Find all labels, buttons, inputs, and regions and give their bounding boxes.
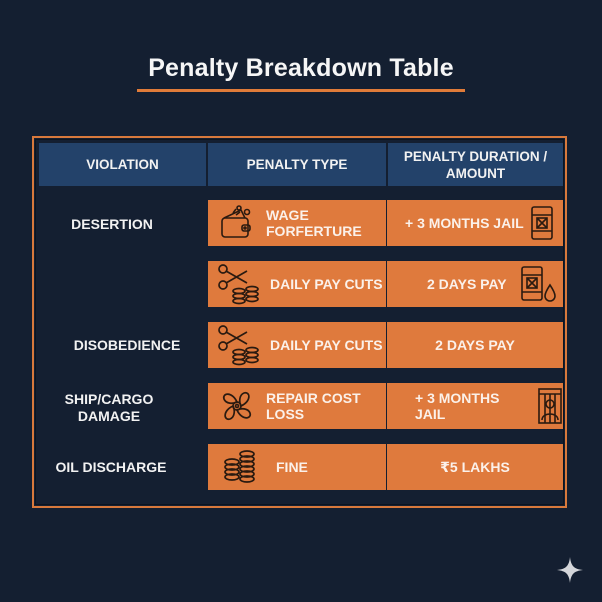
table-row-4-amount: + 3 MONTHS JAIL (387, 383, 563, 429)
penalty-type-text: REPAIR COST LOSS (266, 390, 361, 422)
table-row-5-amount: ₹5 LAKHS (387, 444, 563, 490)
scissors-coins-icon (208, 263, 270, 305)
header-penalty-type: PENALTY TYPE (208, 143, 386, 186)
penalty-type-text: WAGE FORFERTURE (266, 207, 362, 239)
table-row-3-amount: 2 DAYS PAY (387, 322, 563, 368)
oil-barrel-drop-icon (519, 264, 559, 304)
sparkle-icon (556, 556, 584, 589)
header-penalty-amount-line2: AMOUNT (445, 165, 506, 181)
coin-stacks-icon (208, 450, 272, 484)
amount-text: ₹5 LAKHS (440, 458, 510, 475)
wallet-coins-icon (208, 203, 266, 243)
jail-prisoner-icon (537, 386, 563, 426)
table-row-5-penalty-type: FINE (208, 444, 386, 490)
amount-text: + 3 MONTHS JAIL (415, 390, 500, 422)
table-row-1-penalty-type: WAGE FORFERTURE (208, 200, 386, 246)
table-frame-inner (35, 139, 564, 505)
header-penalty-amount: PENALTY DURATION / AMOUNT (388, 143, 563, 186)
oil-barrel-icon (528, 204, 556, 242)
violation-disobedience: DISOBEDIENCE (73, 337, 181, 353)
penalty-type-line1: WAGE (266, 207, 309, 223)
penalty-type-text: FINE (276, 459, 308, 475)
table-row-1-amount: + 3 MONTHS JAIL (387, 200, 563, 246)
violation-ship-cargo-damage: SHIP/CARGO DAMAGE (34, 391, 184, 425)
amount-text: + 3 MONTHS JAIL (405, 215, 524, 231)
amount-text: 2 DAYS PAY (435, 337, 515, 353)
violation-oil-discharge: OIL DISCHARGE (55, 459, 167, 475)
page-title: Penalty Breakdown Table (148, 54, 454, 82)
scissors-coins-icon (208, 324, 270, 366)
violation-ship-cargo-line2: DAMAGE (77, 408, 141, 424)
table-row-2-penalty-type: DAILY PAY CUTS (208, 261, 386, 307)
penalty-type-text: DAILY PAY CUTS (270, 276, 383, 292)
penalty-type-line2: FORFERTURE (266, 223, 362, 239)
amount-text: 2 DAYS PAY (427, 276, 507, 292)
table-row-3-penalty-type: DAILY PAY CUTS (208, 322, 386, 368)
violation-desertion: DESERTION (71, 216, 153, 232)
header-penalty-amount-line1: PENALTY DURATION / (403, 148, 548, 164)
header-violation: VIOLATION (39, 143, 206, 186)
penalty-type-text: DAILY PAY CUTS (270, 337, 383, 353)
table-row-4-penalty-type: REPAIR COST LOSS (208, 383, 386, 429)
table-frame (32, 136, 567, 508)
violation-ship-cargo-line1: SHIP/CARGO (64, 391, 154, 407)
table-row-2-amount: 2 DAYS PAY (387, 261, 563, 307)
propeller-icon (208, 387, 266, 425)
title-underline (137, 89, 465, 92)
